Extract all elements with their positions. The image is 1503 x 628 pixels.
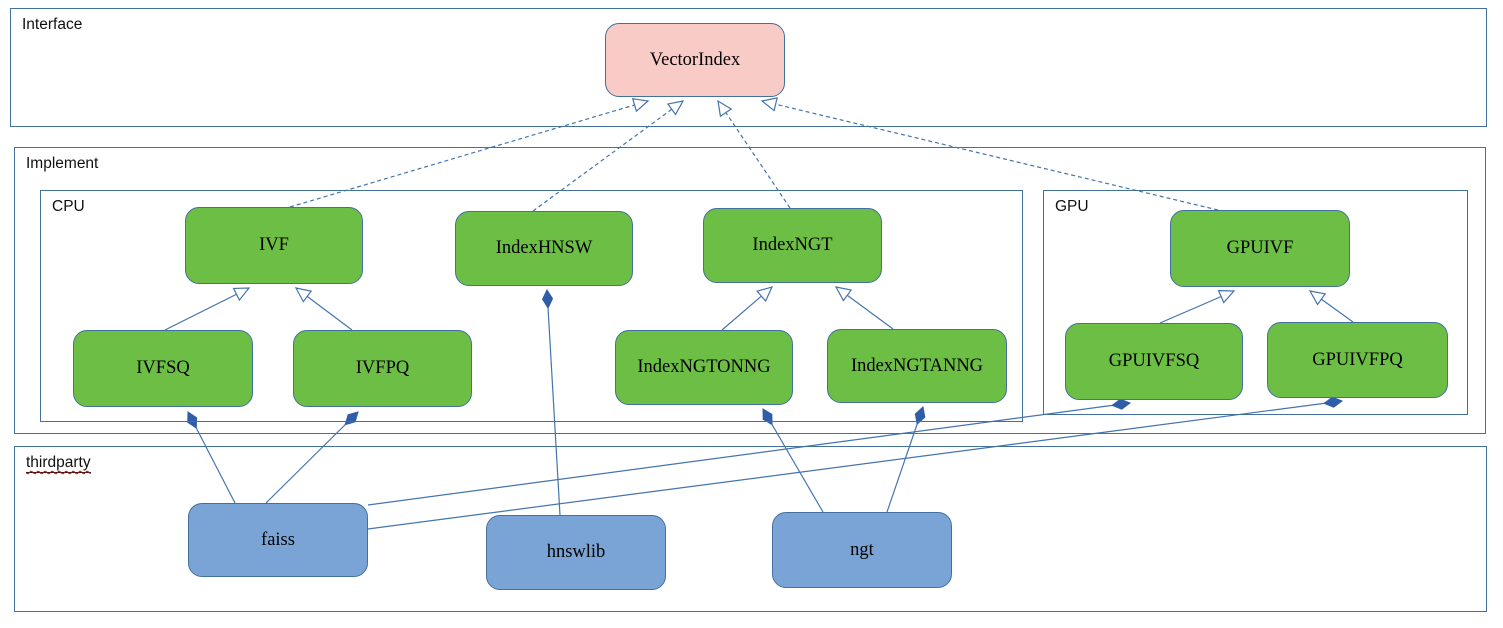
node-ivf: IVF xyxy=(185,207,363,284)
node-gpuivfpq: GPUIVFPQ xyxy=(1267,322,1448,398)
node-indexngt: IndexNGT xyxy=(703,208,882,283)
node-indexhnsw: IndexHNSW xyxy=(455,211,633,286)
group-label-cpu: CPU xyxy=(52,198,85,215)
node-label-hnswlib: hnswlib xyxy=(546,542,606,562)
group-label-gpu: GPU xyxy=(1055,198,1089,215)
node-ivfsq: IVFSQ xyxy=(73,330,253,407)
node-label-faiss: faiss xyxy=(261,529,295,550)
node-label-indexngt: IndexNGT xyxy=(752,235,833,255)
node-label-gpuivfsq: GPUIVFSQ xyxy=(1108,351,1200,371)
node-faiss: faiss xyxy=(188,503,368,577)
node-label-indexhnsw: IndexHNSW xyxy=(495,238,593,258)
node-label-ngt: ngt xyxy=(850,539,874,560)
node-ivfpq: IVFPQ xyxy=(293,330,472,407)
group-label-implement: Implement xyxy=(26,155,99,172)
group-gpu: GPU xyxy=(1043,190,1468,415)
node-label-vectorindex: VectorIndex xyxy=(649,49,741,70)
node-gpuivf: GPUIVF xyxy=(1170,210,1350,287)
node-label-indexngtanng: IndexNGTANNG xyxy=(850,355,984,376)
node-hnswlib: hnswlib xyxy=(486,515,666,590)
node-label-ivfpq: IVFPQ xyxy=(355,358,410,378)
node-label-gpuivf: GPUIVF xyxy=(1226,238,1294,258)
group-label-thirdparty: thirdparty xyxy=(26,454,91,473)
node-label-gpuivfpq: GPUIVFPQ xyxy=(1312,349,1403,370)
group-cpu: CPU xyxy=(40,190,1023,422)
node-label-ivf: IVF xyxy=(259,235,289,255)
node-ngt: ngt xyxy=(772,512,952,588)
group-thirdparty: thirdparty xyxy=(14,446,1487,612)
node-vectorindex: VectorIndex xyxy=(605,23,785,97)
node-indexngtanng: IndexNGTANNG xyxy=(827,329,1007,403)
node-indexngtonng: IndexNGTONNG xyxy=(615,330,793,405)
group-implement: Implement xyxy=(14,147,1486,434)
node-gpuivfsq: GPUIVFSQ xyxy=(1065,323,1243,400)
group-label-interface: Interface xyxy=(22,16,83,33)
group-interface: Interface xyxy=(10,8,1487,127)
node-label-ivfsq: IVFSQ xyxy=(136,358,190,378)
node-label-indexngtonng: IndexNGTONNG xyxy=(637,357,771,377)
